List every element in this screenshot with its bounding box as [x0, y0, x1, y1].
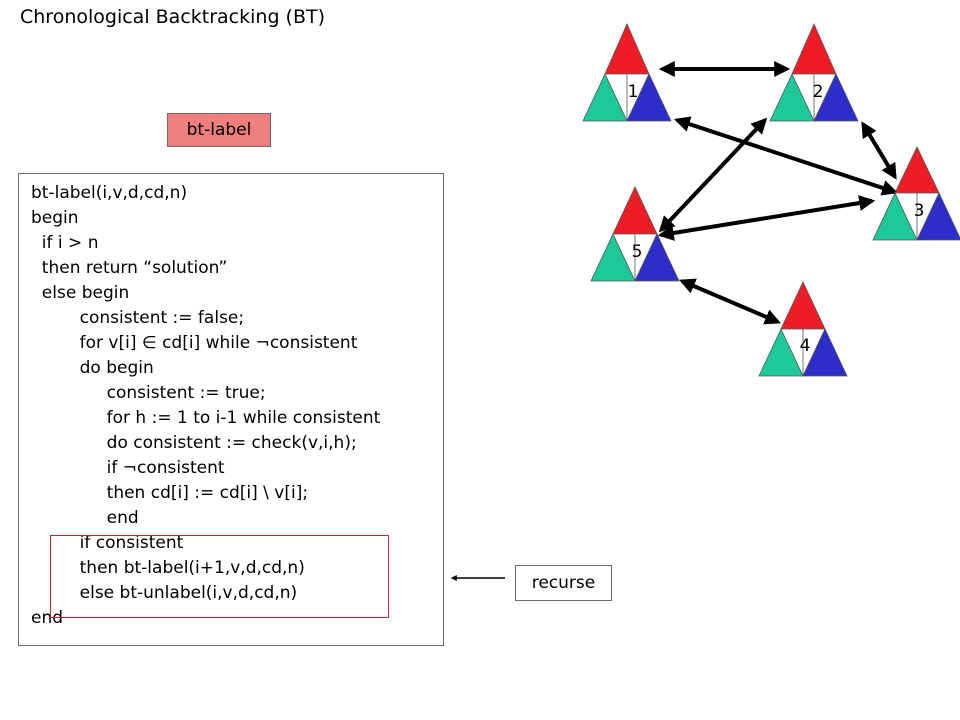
- code-line-1: bt-label(i,v,d,cd,n): [31, 183, 188, 203]
- code-line-4: then return “solution”: [31, 258, 228, 278]
- code-line-13: then cd[i] := cd[i] \ v[i];: [31, 483, 309, 503]
- node-2-label: 2: [813, 82, 824, 102]
- code-line-11: do consistent := check(v,i,h);: [31, 433, 357, 453]
- code-line-9: consistent := true;: [31, 383, 266, 403]
- graph-edges: [657, 61, 899, 325]
- code-line-6: consistent := false;: [31, 308, 245, 328]
- code-line-2: begin: [31, 208, 79, 228]
- page-title: Chronological Backtracking (BT): [20, 6, 326, 28]
- code-box: bt-label(i,v,d,cd,n) begin if i > n then…: [18, 173, 444, 646]
- edge-2-3: [861, 121, 897, 180]
- code-line-18: end: [31, 608, 64, 628]
- node-5-label: 5: [632, 242, 643, 262]
- graph-node-1: 1: [582, 23, 672, 122]
- code-line-15: if consistent: [31, 533, 184, 553]
- graph-node-5: 5: [590, 186, 680, 282]
- node-4-label: 4: [800, 336, 811, 356]
- edge-3-5: [657, 195, 876, 241]
- recurse-highlight-box: [50, 535, 389, 618]
- graph-node-2: 2: [769, 23, 859, 122]
- code-line-7: for v[i] ∈ cd[i] while ¬consistent: [31, 333, 358, 353]
- node-1-label: 1: [628, 82, 639, 102]
- graph-node-3: 3: [872, 146, 960, 241]
- edge-2-5: [658, 117, 768, 233]
- edge-4-5: [679, 278, 781, 325]
- code-line-12: if ¬consistent: [31, 458, 225, 478]
- code-line-3: if i > n: [31, 233, 99, 253]
- code-line-10: for h := 1 to i-1 while consistent: [31, 408, 381, 428]
- graph-node-4: 4: [758, 281, 848, 377]
- code-line-8: do begin: [31, 358, 154, 378]
- code-line-14: end: [31, 508, 139, 528]
- node-3-label: 3: [914, 201, 925, 221]
- procedure-label: bt-label: [167, 113, 271, 147]
- code-line-5: else begin: [31, 283, 130, 303]
- code-line-16: then bt-label(i+1,v,d,cd,n): [31, 558, 305, 578]
- recurse-annotation: recurse: [515, 565, 612, 601]
- code-line-17: else bt-unlabel(i,v,d,cd,n): [31, 583, 298, 603]
